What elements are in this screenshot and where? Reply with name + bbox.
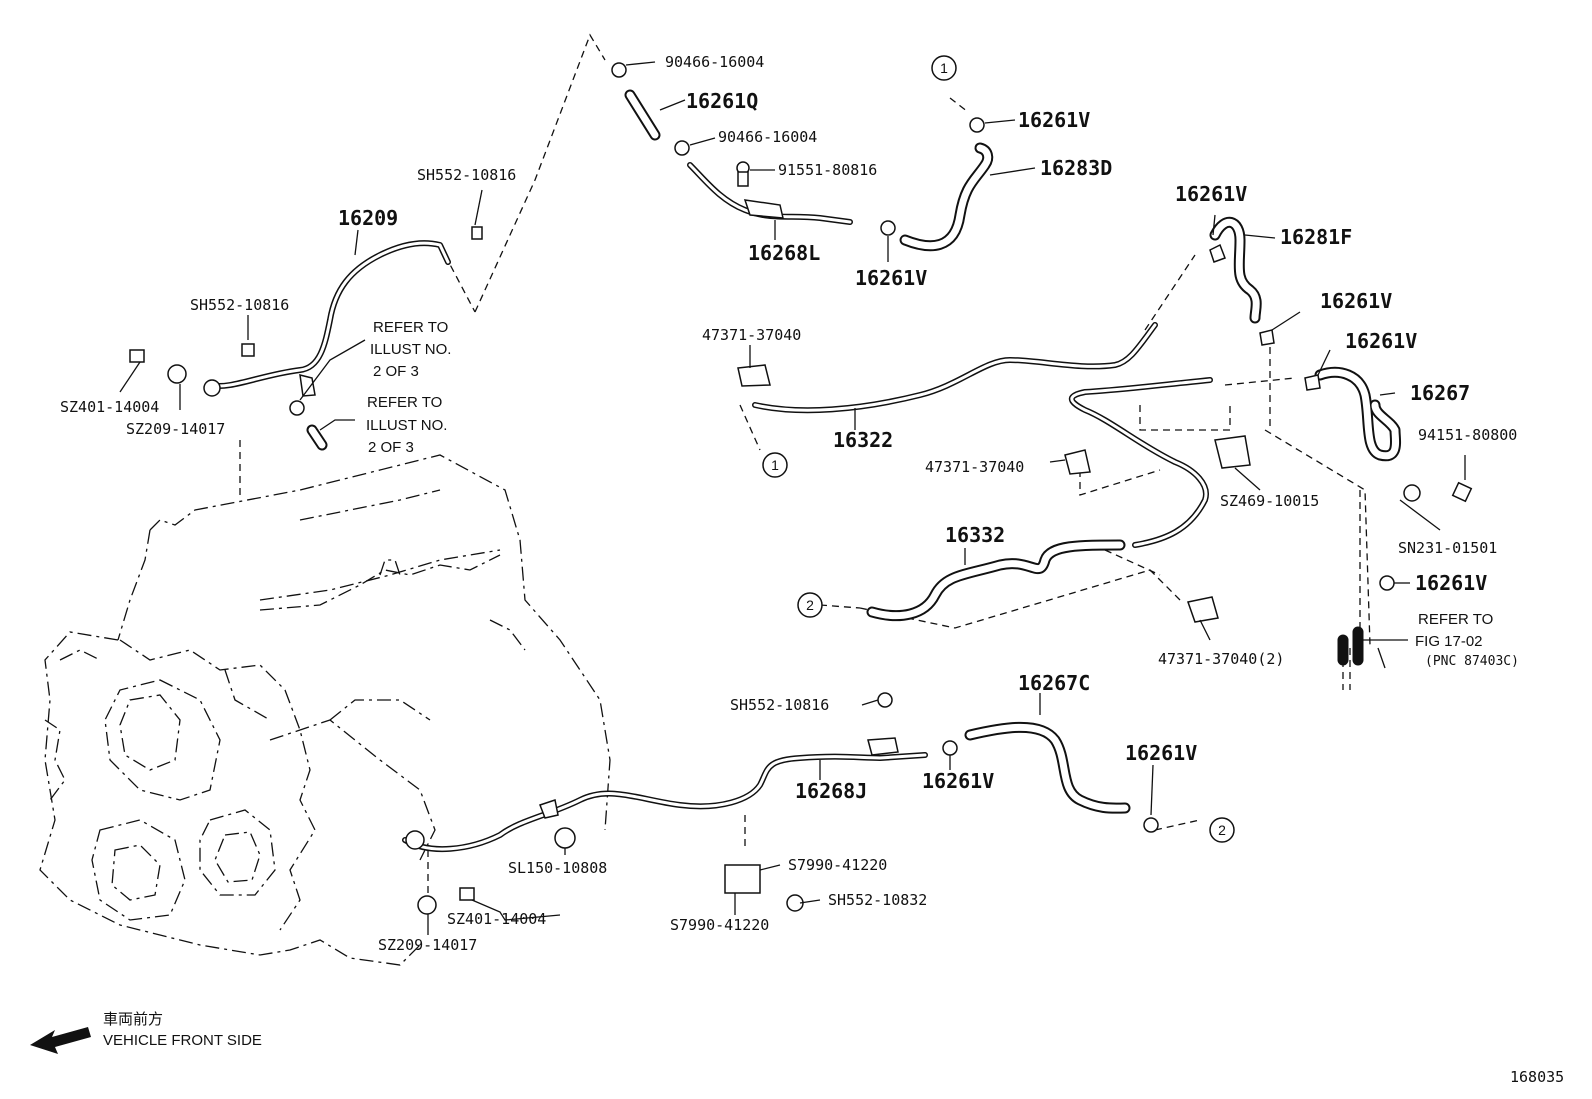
label-16268l: 16268L xyxy=(748,241,820,265)
label-sz401-b: SZ401-14004 xyxy=(447,910,546,928)
label-s7990-a: S7990-41220 xyxy=(788,856,887,874)
label-47371-c: 47371-37040(2) xyxy=(1158,650,1284,668)
label-2-of-3-a: 2 OF 3 xyxy=(373,363,419,380)
label-90466-a: 90466-16004 xyxy=(665,53,764,71)
label-2-of-3-b: 2 OF 3 xyxy=(368,439,414,456)
label-16281f: 16281F xyxy=(1280,225,1352,249)
callout-1-mid: 1 xyxy=(771,457,779,473)
label-16261v-a: 16261V xyxy=(855,266,927,290)
label-illust-no-2: ILLUST NO. xyxy=(366,417,447,434)
label-fig-17-02: FIG 17-02 xyxy=(1415,633,1483,650)
label-sh552-a: SH552-10816 xyxy=(417,166,516,184)
label-pnc: (PNC 87403C) xyxy=(1425,654,1519,669)
label-16267: 16267 xyxy=(1410,381,1470,405)
label-16261v-g: 16261V xyxy=(922,769,994,793)
label-sl150: SL150-10808 xyxy=(508,859,607,877)
leader-lines xyxy=(119,61,1466,935)
label-sz401-a: SZ401-14004 xyxy=(60,398,159,416)
callout-1-top: 1 xyxy=(940,60,948,76)
callout-2-left: 2 xyxy=(806,597,814,613)
label-47371-b: 47371-37040 xyxy=(925,458,1024,476)
label-16261q: 16261Q xyxy=(686,89,758,113)
label-91551: 91551-80816 xyxy=(778,161,877,179)
label-90466-b: 90466-16004 xyxy=(718,128,817,146)
hoses xyxy=(306,89,1402,814)
label-illust-no-1: ILLUST NO. xyxy=(370,341,451,358)
part-labels: 90466-16004 16261Q 90466-16004 91551-808… xyxy=(60,53,1564,1086)
label-sz469: SZ469-10015 xyxy=(1220,492,1319,510)
small-parts xyxy=(129,62,1473,915)
label-sn231: SN231-01501 xyxy=(1398,539,1497,557)
label-16332: 16332 xyxy=(945,523,1005,547)
label-refer-to-1: REFER TO xyxy=(373,319,448,336)
label-sh552-d: SH552-10832 xyxy=(828,891,927,909)
label-16261v-h: 16261V xyxy=(1125,741,1197,765)
label-refer-to-fig: REFER TO xyxy=(1418,611,1493,628)
label-16261v-b: 16261V xyxy=(1018,108,1090,132)
label-16261v-c: 16261V xyxy=(1175,182,1247,206)
label-vehicle-front-jp: 車両前方 xyxy=(103,1011,163,1028)
label-vehicle-front-en: VEHICLE FRONT SIDE xyxy=(103,1032,262,1049)
label-sz209-a: SZ209-14017 xyxy=(126,420,225,438)
label-refer-to-2: REFER TO xyxy=(367,394,442,411)
label-94151: 94151-80800 xyxy=(1418,426,1517,444)
engine-outline xyxy=(39,454,611,966)
vehicle-front-arrow-icon xyxy=(30,1027,91,1054)
label-sh552-c: SH552-10816 xyxy=(730,696,829,714)
label-16261v-f: 16261V xyxy=(1415,571,1487,595)
front-arrow xyxy=(30,1027,91,1054)
label-16268j: 16268J xyxy=(795,779,867,803)
label-16261v-d: 16261V xyxy=(1320,289,1392,313)
label-16209: 16209 xyxy=(338,206,398,230)
label-sh552-b: SH552-10816 xyxy=(190,296,289,314)
label-16322: 16322 xyxy=(833,428,893,452)
label-47371-a: 47371-37040 xyxy=(702,326,801,344)
callout-2-right: 2 xyxy=(1218,822,1226,838)
circle-callouts: 1 1 2 2 xyxy=(762,55,1235,843)
label-sz209-b: SZ209-14017 xyxy=(378,936,477,954)
diagram-id: 168035 xyxy=(1510,1068,1564,1086)
pipes xyxy=(207,162,1213,852)
label-16261v-e: 16261V xyxy=(1345,329,1417,353)
label-16267c: 16267C xyxy=(1018,671,1090,695)
label-16283d: 16283D xyxy=(1040,156,1112,180)
label-s7990-b: S7990-41220 xyxy=(670,916,769,934)
